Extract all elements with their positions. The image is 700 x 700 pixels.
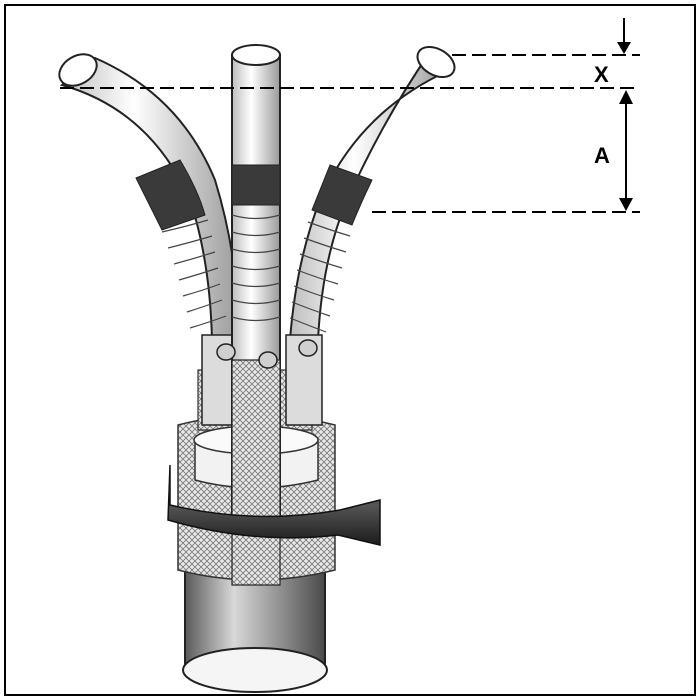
arrowhead-a-down <box>619 198 633 211</box>
arrowhead-x-down <box>617 42 631 54</box>
core-right <box>285 45 456 426</box>
earth-clamps <box>216 339 318 369</box>
dimension-label-a: A <box>594 143 610 168</box>
dimension-lines <box>60 18 640 213</box>
dimension-arrowheads <box>617 42 633 211</box>
arrowhead-a-up <box>619 90 633 104</box>
diagram-frame <box>4 4 696 696</box>
core-center <box>231 44 281 586</box>
dimension-label-x: X <box>594 62 609 87</box>
core-left <box>58 53 242 426</box>
cable-strap <box>167 464 381 546</box>
